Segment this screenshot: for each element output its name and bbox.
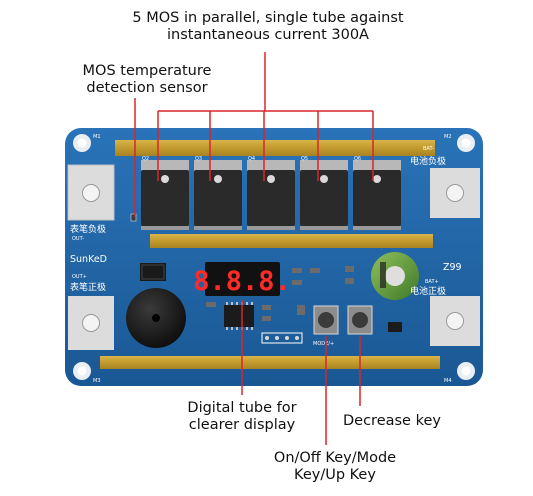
mosfet-q3 <box>194 160 242 230</box>
model-label: Z99 <box>443 262 462 273</box>
callout-mos-temperature-sensor: MOS temperature detection sensor <box>82 63 212 96</box>
out-neg-code: OUT- <box>72 236 84 242</box>
out-pos-code: OUT+ <box>72 274 87 280</box>
programming-header <box>261 332 303 344</box>
terminal-pads <box>67 164 480 350</box>
mos-label-q2: Q2 <box>142 156 149 162</box>
mosfet-q4 <box>247 160 295 230</box>
callout-decrease-key: Decrease key <box>343 413 441 429</box>
bat-pos-code: BAT+ <box>425 279 439 285</box>
hole-label-m1: M1 <box>93 134 101 140</box>
mos-label-q6: Q6 <box>354 156 361 162</box>
mounting-holes <box>73 134 475 380</box>
temperature-sensor <box>130 213 137 222</box>
mode-up-button[interactable] <box>313 305 339 335</box>
hole-label-m2: M2 <box>444 134 452 140</box>
display-digits: 8.8.8. <box>193 266 291 297</box>
mosfet-row <box>141 160 401 230</box>
hole-label-m3: M3 <box>93 378 101 384</box>
bottom-copper-strip <box>100 356 440 369</box>
callout-mos-parallel: 5 MOS in parallel, single tube against i… <box>132 10 404 43</box>
decrease-button[interactable] <box>347 305 373 335</box>
electrolytic-capacitor <box>371 252 419 300</box>
callout-lines <box>134 52 374 445</box>
top-copper-strip <box>115 140 435 156</box>
mosfet-q6 <box>353 160 401 230</box>
buzzer <box>126 288 186 348</box>
bat-neg-label: 电池负极 <box>410 155 446 167</box>
brand-label: SunKeD <box>70 254 107 265</box>
mos-label-q5: Q5 <box>301 156 308 162</box>
callout-onoff-mode-up-key: On/Off Key/Mode Key/Up Key <box>273 450 397 483</box>
rectifier-ic <box>140 263 166 281</box>
callout-digital-tube: Digital tube for clearer display <box>187 400 297 433</box>
bat-pos-label: 电池正极 <box>410 285 446 297</box>
mosfet-q5 <box>300 160 348 230</box>
middle-copper-strip <box>150 234 433 248</box>
mos-label-q4: Q4 <box>248 156 255 162</box>
out-pos-label: 表笔正极 <box>70 281 106 293</box>
bat-neg-code: BAT- <box>423 146 434 152</box>
mos-label-q3: Q3 <box>195 156 202 162</box>
hole-label-m4: M4 <box>444 378 452 384</box>
callout-line-mos <box>157 52 374 181</box>
out-neg-label: 表笔负极 <box>70 223 106 235</box>
mosfet-q2 <box>141 160 189 230</box>
microcontroller-chip <box>224 302 254 330</box>
mode-button-label: MODE/+ <box>313 341 334 347</box>
smd-components <box>206 266 402 332</box>
seven-segment-display: 8.8.8. <box>193 262 291 297</box>
